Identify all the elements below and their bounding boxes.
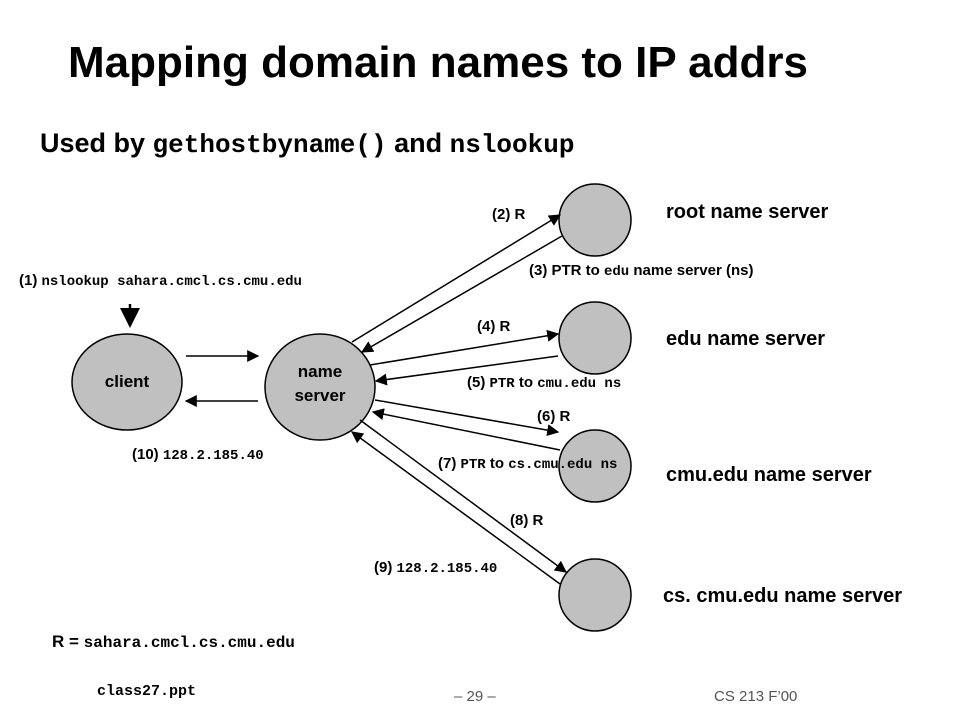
step-9-num: (9) [374, 559, 397, 576]
step-8-label: (8) R [510, 512, 544, 529]
arrow-step-5 [374, 355, 559, 386]
step-3-a: (3) PTR to [529, 262, 604, 279]
subtitle-func-nslookup: nslookup [449, 130, 575, 160]
step-6-label: (6) R [537, 408, 571, 425]
step-5-num: (5) [467, 374, 490, 391]
arrow-step-2 [351, 214, 562, 343]
page-title: Mapping domain names to IP addrs [68, 38, 808, 87]
arrow-step-6 [374, 399, 560, 437]
step-7-code2: cs.cmu.edu ns [508, 457, 618, 473]
arrow-step-7 [371, 408, 561, 451]
step-7-label: (7) PTR to cs.cmu.edu ns [438, 455, 617, 473]
step-5-mid: to [514, 374, 538, 391]
edu-server-node [558, 301, 632, 375]
step-1-command: nslookup sahara.cmcl.cs.cmu.edu [41, 274, 302, 290]
step-1-num: (1) [19, 272, 42, 289]
arrow-step-8 [359, 419, 567, 573]
cs-server-node [558, 558, 632, 632]
client-node [71, 333, 183, 431]
legend-value: sahara.cmcl.cs.cmu.edu [83, 634, 295, 652]
legend-r-definition: R = sahara.cmcl.cs.cmu.edu [52, 632, 295, 652]
footer-page-number: – 29 – [454, 688, 496, 705]
subtitle-prefix: Used by [40, 128, 153, 158]
step-10-ip: 128.2.185.40 [162, 448, 264, 464]
root-server-label: root name server [666, 201, 829, 223]
step-3-label: (3) PTR to edu name server (ns) [529, 262, 753, 280]
cmu-server-label: cmu.edu name server [666, 464, 872, 486]
root-server-node [558, 183, 632, 257]
step-1-label: (1) nslookup sahara.cmcl.cs.cmu.edu [19, 272, 302, 290]
step-2-label: (2) R [492, 206, 526, 223]
step-5-label: (5) PTR to cmu.edu ns [467, 374, 621, 392]
step-7-mid: to [485, 455, 509, 472]
name-server-node [264, 333, 376, 441]
page-subtitle: Used by gethostbyname() and nslookup [40, 128, 574, 160]
name-server-label-line2: server [294, 386, 346, 405]
step-5-code2: cmu.edu ns [537, 376, 622, 392]
step-9-label: (9) 128.2.185.40 [374, 559, 497, 577]
step-9-ip: 128.2.185.40 [396, 561, 498, 577]
step-3-b: name server (ns) [629, 262, 754, 279]
arrow-step-4 [369, 329, 560, 366]
edu-server-label: edu name server [666, 328, 825, 350]
footer-filename: class27.ppt [97, 683, 197, 700]
arrow-step-3 [360, 235, 563, 353]
step-3-code: edu [604, 264, 630, 280]
step-10-label: (10) 128.2.185.40 [132, 446, 264, 464]
step-7-num: (7) [438, 455, 461, 472]
cs-server-label: cs. cmu.edu name server [663, 585, 903, 607]
arrow-step-9 [351, 431, 561, 585]
step-5-code1: PTR [489, 376, 515, 392]
name-server-label-line1: name [297, 362, 343, 381]
footer-course: CS 213 F’00 [714, 688, 798, 705]
step-10-num: (10) [132, 446, 163, 463]
client-label: client [104, 372, 150, 391]
subtitle-mid: and [386, 128, 450, 158]
step-7-code1: PTR [460, 457, 486, 473]
legend-prefix: R = [52, 632, 84, 651]
subtitle-func-gethostbyname: gethostbyname() [152, 130, 387, 160]
step-4-label: (4) R [477, 318, 511, 335]
cmu-server-node [558, 429, 632, 503]
